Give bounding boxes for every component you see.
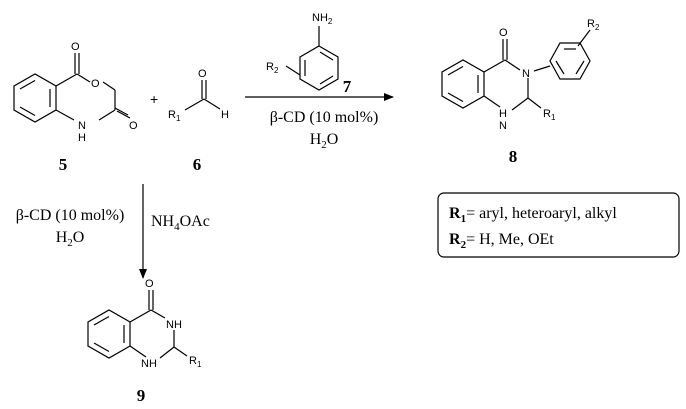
compound-5-structure <box>13 53 131 123</box>
c5-nitrogen: N <box>78 120 86 132</box>
left-solvent-condition: H2O <box>56 229 85 249</box>
compound-8-structure <box>441 29 591 111</box>
compound-9-structure <box>87 290 188 359</box>
c5-nh-hydrogen: H <box>78 132 86 144</box>
c5-carbonyl-oxygen: O <box>71 41 80 53</box>
compound-7-structure <box>285 26 339 91</box>
c7-amine-group: NH2 <box>312 12 333 26</box>
c5-ring-oxygen: O <box>91 78 100 90</box>
compound-9-label: 9 <box>137 386 146 405</box>
top-solvent-condition: H2O <box>310 131 339 151</box>
compound-7-label: 7 <box>343 77 352 96</box>
c8-nh-group: H <box>499 108 507 120</box>
c9-carbonyl-oxygen: O <box>145 278 154 290</box>
legend-r1-line: R1= aryl, heteroaryl, alkyl <box>449 205 617 225</box>
substituent-legend-box <box>437 192 680 258</box>
c5-second-carbonyl-oxygen: O <box>129 120 138 132</box>
c8-aryl-nitrogen: N <box>522 68 530 80</box>
plus-sign: + <box>150 91 158 107</box>
compound-6-label: 6 <box>193 155 202 174</box>
c9-lower-nh: NH <box>141 358 157 370</box>
c8-r1-group: R1 <box>543 108 556 122</box>
c8-nitrogen: N <box>499 120 507 132</box>
c9-upper-nh: NH <box>166 319 182 331</box>
left-catalyst-condition: β-CD (10 mol%) <box>16 207 125 224</box>
c8-r2-group: R2 <box>587 18 600 32</box>
ammonium-acetate-reagent: NH4OAc <box>151 213 210 233</box>
c6-hydrogen: H <box>221 109 229 121</box>
top-catalyst-condition: β-CD (10 mol%) <box>270 109 379 126</box>
c7-r2-group: R2 <box>266 61 279 75</box>
compound-6-structure <box>184 80 221 111</box>
c6-r1-group: R1 <box>168 109 181 123</box>
c9-r1-group: R1 <box>189 355 202 369</box>
c6-oxygen: O <box>198 68 207 80</box>
legend-r2-line: R2= H, Me, OEt <box>449 231 554 251</box>
compound-8-label: 8 <box>509 147 518 166</box>
compound-5-label: 5 <box>59 155 68 174</box>
c8-carbonyl-oxygen: O <box>499 27 508 39</box>
